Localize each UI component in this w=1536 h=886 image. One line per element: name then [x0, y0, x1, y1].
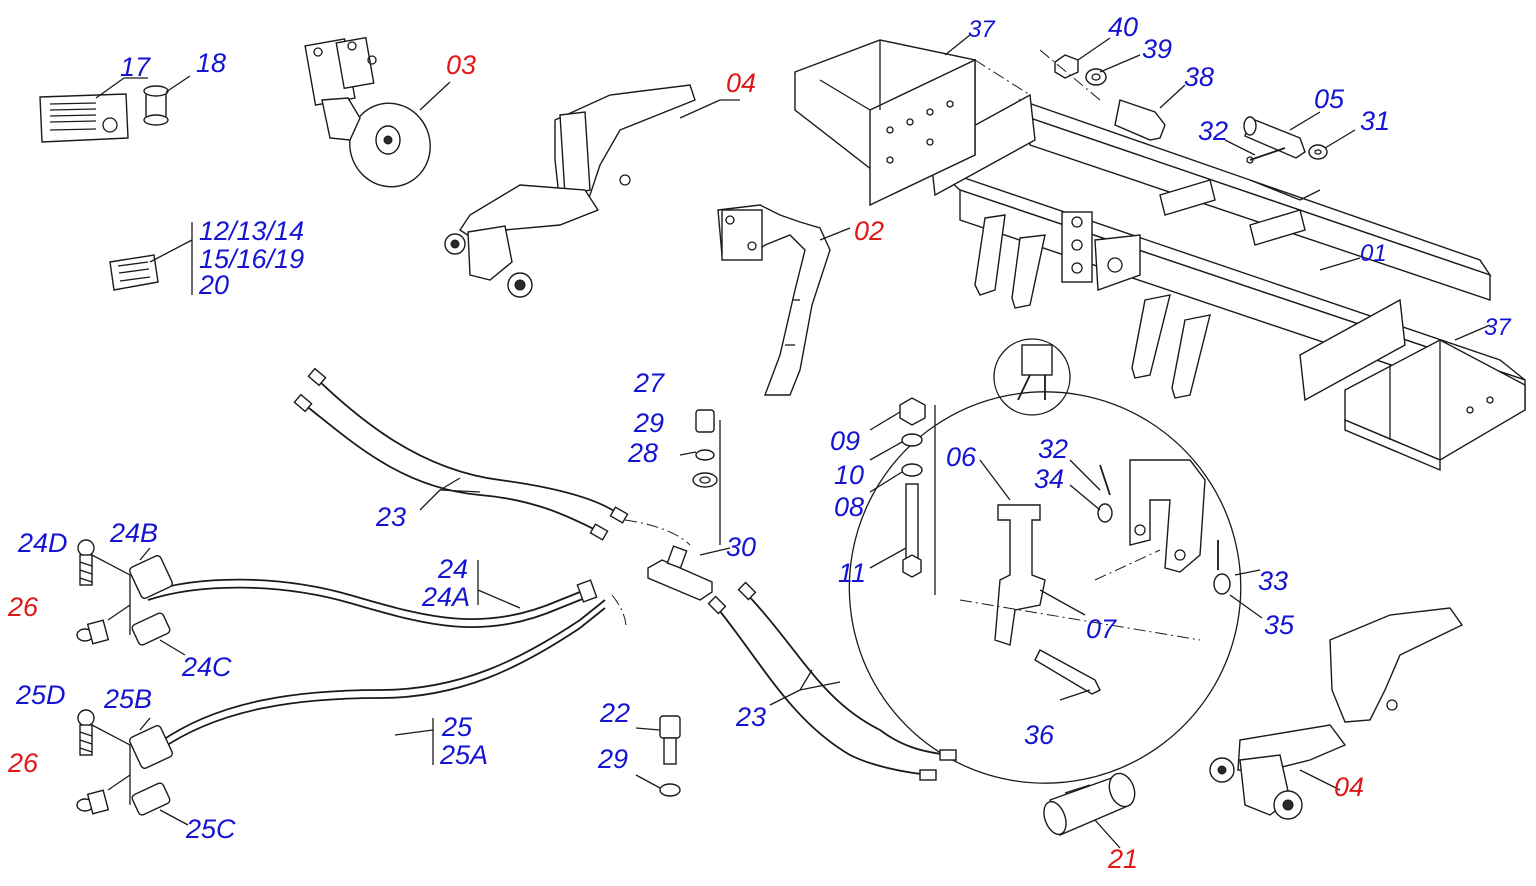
- part-label-26-top: 26: [8, 592, 39, 622]
- part-label-32-detail: 32: [1038, 434, 1069, 464]
- bolt-assembly-parts-08-11: [869, 397, 936, 595]
- end-frame-part-37-right: [1344, 324, 1526, 472]
- part-label-34: 34: [1034, 464, 1065, 494]
- decal-parts-12-20: [109, 222, 193, 295]
- part-label-31: 31: [1360, 106, 1391, 136]
- plug-parts-22-29: [635, 715, 681, 797]
- part-label-24D: 24D: [18, 528, 68, 558]
- detail-view-circle: [848, 338, 1263, 784]
- hydraulic-hose-part-24: [147, 560, 627, 629]
- part-label-24C: 24C: [182, 652, 232, 682]
- part-label-27: 27: [634, 368, 665, 398]
- part-label-38: 38: [1184, 62, 1215, 92]
- part-label-08: 08: [834, 492, 865, 522]
- part-label-37-top: 37: [968, 16, 995, 43]
- part-label-22: 22: [600, 698, 631, 728]
- part-label-40: 40: [1108, 12, 1139, 42]
- part-label-15-16-19: 15/16/19: [199, 244, 305, 274]
- fittings-parts-27-30: [647, 409, 731, 601]
- part-label-36: 36: [1024, 720, 1055, 750]
- part-label-32-top: 32: [1198, 116, 1229, 146]
- tine-arm-part-04-top: [444, 84, 740, 298]
- part-label-33: 33: [1258, 566, 1289, 596]
- part-label-25C: 25C: [186, 814, 236, 844]
- part-label-24A: 24A: [422, 582, 471, 612]
- hydraulic-hoses-part-23-bottom: [707, 581, 957, 781]
- cultivator-tine-part-02: [717, 204, 851, 396]
- pin-parts-05-31-32: [1224, 111, 1356, 201]
- part-label-39: 39: [1142, 34, 1173, 64]
- part-label-24: 24: [438, 554, 469, 584]
- part-label-29-bottom: 29: [598, 744, 629, 774]
- part-label-28: 28: [628, 438, 659, 468]
- part-label-10: 10: [834, 460, 865, 490]
- sleeve-part-21: [1043, 772, 1136, 849]
- part-label-24B: 24B: [110, 518, 159, 548]
- hydraulic-hoses-part-23-top: [293, 367, 691, 546]
- part-label-23-bottom: 23: [736, 702, 767, 732]
- couplers-parts-24: [76, 539, 186, 656]
- part-label-25B: 25B: [104, 684, 153, 714]
- part-label-11: 11: [838, 558, 867, 588]
- part-label-02: 02: [854, 216, 885, 246]
- hydraulic-hose-part-25: [159, 599, 606, 765]
- part-label-37-right: 37: [1484, 314, 1511, 341]
- part-label-20: 20: [199, 270, 230, 300]
- part-label-35: 35: [1264, 610, 1295, 640]
- part-label-21: 21: [1108, 844, 1139, 874]
- nameplate-part-17: [39, 77, 148, 143]
- hardware-parts-38-40: [1039, 37, 1186, 141]
- part-label-06: 06: [946, 442, 977, 472]
- part-label-04-top: 04: [726, 68, 757, 98]
- part-label-25D: 25D: [16, 680, 66, 710]
- spool-part-18: [143, 75, 191, 126]
- part-label-03: 03: [446, 50, 477, 80]
- part-label-01: 01: [1360, 240, 1387, 267]
- part-label-12-13-14: 12/13/14: [199, 216, 305, 246]
- part-label-30: 30: [726, 532, 757, 562]
- disc-coulter-part-03: [304, 36, 451, 188]
- part-label-26-bottom: 26: [8, 748, 39, 778]
- part-label-23-top: 23: [376, 502, 407, 532]
- part-label-29-top: 29: [634, 408, 665, 438]
- part-label-25: 25: [442, 712, 473, 742]
- couplers-parts-25: [76, 709, 189, 826]
- end-frame-part-37-top: [794, 34, 1031, 207]
- part-label-25A: 25A: [440, 740, 489, 770]
- part-label-09: 09: [830, 426, 861, 456]
- part-label-05: 05: [1314, 84, 1345, 114]
- tine-arm-part-04-bottom: [1209, 607, 1464, 820]
- part-label-18: 18: [196, 48, 227, 78]
- part-label-07: 07: [1086, 614, 1117, 644]
- main-frame-part-01: [929, 93, 1526, 411]
- part-label-04-bottom: 04: [1334, 772, 1365, 802]
- part-label-17: 17: [120, 52, 151, 82]
